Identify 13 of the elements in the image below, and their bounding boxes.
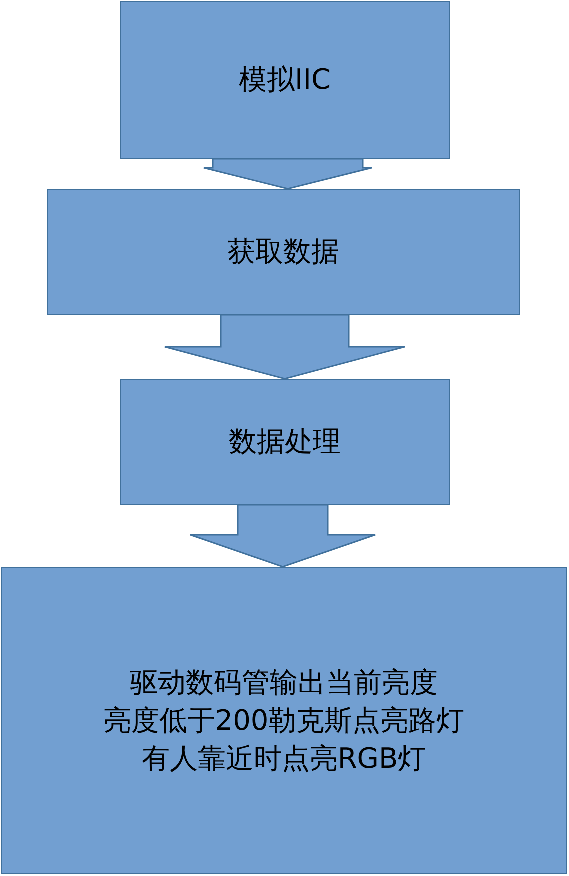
step-text: 驱动数码管输出当前亮度 [130, 664, 438, 700]
process-box [1, 567, 567, 874]
process-box [120, 379, 450, 505]
step-text: 数据处理 [229, 424, 341, 460]
step-text: 亮度低于200勒克斯点亮路灯 [103, 702, 465, 738]
step-text: 获取数据 [228, 234, 340, 270]
block-arrow [203, 158, 373, 190]
block-arrow [190, 504, 376, 568]
block-arrow [164, 314, 406, 380]
process-box [47, 189, 520, 315]
step-text: 模拟IIC [238, 62, 332, 98]
process-box [120, 1, 450, 159]
step-text: 有人靠近时点亮RGB灯 [142, 740, 426, 776]
